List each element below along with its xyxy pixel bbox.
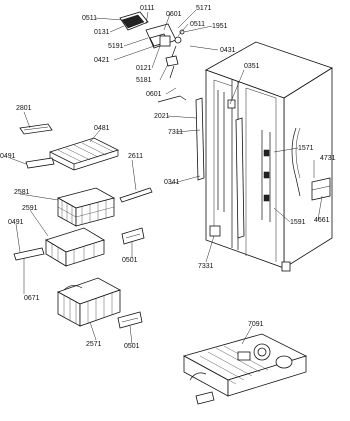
label-7311: 7311 bbox=[168, 129, 183, 136]
label-0131: 0131 bbox=[94, 29, 110, 36]
label-1591: 1591 bbox=[290, 219, 306, 226]
label-0111: 0111 bbox=[140, 5, 155, 12]
label-0501: 0501 bbox=[124, 343, 140, 350]
label-0491: 0491 bbox=[8, 219, 24, 226]
label-5191: 5191 bbox=[108, 43, 124, 50]
machine-compartment bbox=[182, 333, 308, 405]
label-2801: 2801 bbox=[16, 105, 32, 112]
side-panel bbox=[311, 177, 331, 201]
control-assembly bbox=[119, 11, 185, 79]
label-4661: 4661 bbox=[314, 217, 330, 224]
label-2611: 2611 bbox=[128, 153, 143, 160]
label-0501: 0501 bbox=[122, 257, 138, 264]
label-0351: 0351 bbox=[244, 63, 260, 70]
label-5181: 5181 bbox=[136, 77, 152, 84]
part-labels: 0511 0111 0601 5171 0511 1951 0131 5191 … bbox=[0, 5, 336, 350]
label-2591: 2591 bbox=[22, 205, 38, 212]
label-1571: 1571 bbox=[298, 145, 314, 152]
label-0121: 0121 bbox=[136, 65, 152, 72]
label-0481: 0481 bbox=[94, 125, 110, 132]
label-0421: 0421 bbox=[94, 57, 110, 64]
label-0431: 0431 bbox=[220, 47, 236, 54]
label-0671: 0671 bbox=[24, 295, 40, 302]
label-4731: 4731 bbox=[320, 155, 336, 162]
label-7091: 7091 bbox=[248, 321, 264, 328]
label-2581: 2581 bbox=[14, 189, 30, 196]
label-0511: 0511 bbox=[190, 21, 205, 28]
label-7331: 7331 bbox=[198, 263, 214, 270]
label-0511: 0511 bbox=[82, 15, 97, 22]
label-2571: 2571 bbox=[86, 341, 102, 348]
label-2021: 2021 bbox=[154, 113, 170, 120]
vertical-rails bbox=[157, 95, 245, 239]
leader-lines bbox=[9, 9, 323, 345]
label-1951: 1951 bbox=[212, 23, 228, 30]
shelf-and-basket-parts bbox=[13, 123, 153, 329]
label-0341: 0341 bbox=[164, 179, 180, 186]
label-0601: 0601 bbox=[166, 11, 182, 18]
refrigerator-cabinet bbox=[205, 41, 333, 272]
label-0491: 0491 bbox=[0, 153, 16, 160]
label-0601: 0601 bbox=[146, 91, 162, 98]
label-5171: 5171 bbox=[196, 5, 212, 12]
